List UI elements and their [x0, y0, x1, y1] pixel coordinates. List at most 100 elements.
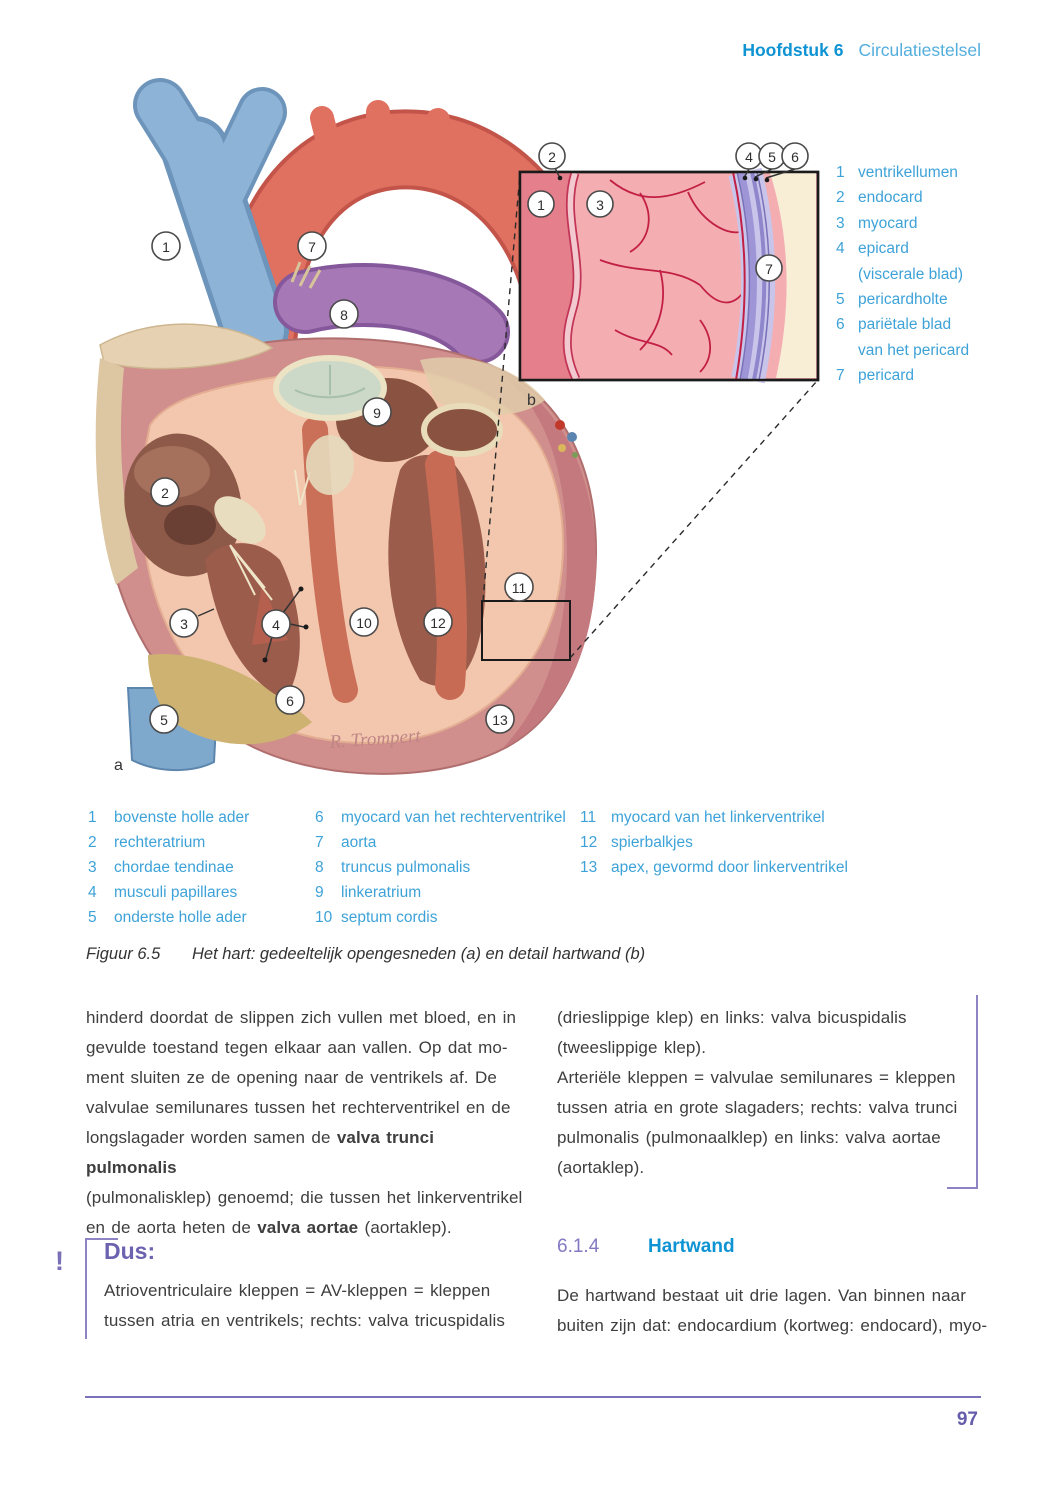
figure-marker-label-13: 13 [492, 712, 508, 728]
body-left-line: gevulde toestand tegen elkaar aan vallen… [86, 1038, 508, 1057]
body-left-line: ment sluiten ze de opening naar de ventr… [86, 1068, 497, 1087]
marker-leader-dots [262, 175, 770, 663]
truncus-pulmonalis-shape [273, 261, 510, 364]
figure-marker-4 [261, 609, 291, 639]
inset-legend-number: 6 [836, 316, 845, 334]
figure-marker-label-1: 1 [162, 239, 170, 255]
inset-legend-number: 7 [836, 367, 845, 385]
figure-marker-7 [297, 231, 327, 261]
inset-legend-number: 3 [836, 214, 845, 232]
figure-marker-label-11: 11 [512, 580, 527, 596]
figure-marker-label-5: 5 [768, 149, 776, 165]
figure-legend-number: 10 [315, 909, 333, 926]
inset-legend-item: 6 pariëtale blad [836, 312, 969, 337]
figure-marker-2 [150, 477, 180, 507]
figure-marker-label-2: 2 [161, 485, 169, 501]
figure-legend-label: truncus pulmonalis [341, 859, 471, 876]
figure-marker-label-10: 10 [356, 615, 372, 631]
note-line: Atrioventriculaire kleppen = AV-kleppen … [104, 1281, 491, 1300]
note-bracket-vertical [85, 1238, 87, 1339]
figure-marker-7 [755, 254, 783, 282]
body-right-line: tussen atria en grote slagaders; rechts:… [557, 1098, 958, 1117]
figure-legend-item: 3 chordae tendinae [88, 855, 249, 880]
note-bracket-tick [85, 1238, 118, 1240]
figure-legend-label: rechteratrium [114, 834, 206, 851]
body-left-line: en de aorta heten de valva aortae (aorta… [86, 1218, 452, 1237]
figure-marker-label-4: 4 [745, 149, 753, 165]
zoom-source-rect [481, 600, 571, 661]
panel-b-label: b [527, 392, 536, 409]
inset-legend-number: 2 [836, 189, 845, 207]
figure-marker-3 [586, 190, 614, 218]
figure-legend-label: myocard van het linkerventrikel [611, 809, 825, 826]
note-title: Dus: [104, 1238, 156, 1264]
note-line: tussen atria en ventrikels; rechts: valv… [104, 1311, 505, 1330]
body-left-line: hinderd doordat de slippen zich vullen m… [86, 1008, 517, 1027]
figure-legend-number: 9 [315, 884, 324, 901]
body-right-line: (drieslippige klep) en links: valva bicu… [557, 1008, 907, 1027]
inset-legend-label: (viscerale blad) [858, 265, 964, 283]
figure-legend-number: 1 [88, 809, 97, 826]
figure-legend-number: 4 [88, 884, 97, 901]
body-left-line: valvulae semilunares tussen het rechterv… [86, 1098, 511, 1117]
figure-marker-6 [275, 685, 305, 715]
inset-legend-item: van het pericard [836, 338, 969, 363]
inset-legend-number: 1 [836, 164, 845, 181]
figure-marker-11 [504, 572, 534, 602]
note-exclamation-mark: ! [55, 1246, 64, 1276]
figure-caption: Figuur 6.5 Het hart: gedeeltelijk openge… [86, 945, 645, 964]
inset-legend-number: 5 [836, 291, 845, 309]
figure-legend-number: 3 [88, 859, 97, 876]
figure-marker-label-8: 8 [340, 307, 348, 323]
fat-tissue-shape [148, 653, 312, 745]
figure-legend-number: 11 [580, 809, 597, 826]
margin-bracket-right-vertical [976, 995, 978, 1188]
body-right-line: (tweeslippige klep). [557, 1038, 707, 1057]
figure-legend-label: onderste holle ader [114, 909, 247, 926]
body-left-line: longslagader worden samen de valva trunc… [86, 1128, 435, 1177]
section-text: De hartwand bestaat uit drie lagen. Van … [557, 1281, 987, 1341]
heart-outer-rim [500, 372, 597, 748]
figure-marker-label-7: 7 [765, 261, 773, 277]
figure-marker-2 [538, 142, 566, 170]
figure-legend-number: 13 [580, 859, 598, 876]
figure-marker-10 [349, 607, 379, 637]
section-line: De hartwand bestaat uit drie lagen. Van … [557, 1286, 966, 1305]
figure-legend-item: 4 musculi papillares [88, 880, 249, 905]
figure-legend-label: myocard van het rechterventrikel [341, 809, 566, 826]
figure-marker-label-4: 4 [272, 617, 280, 633]
inset-legend-label: pariëtale blad [858, 316, 952, 334]
figure-legend-number: 7 [315, 834, 324, 851]
figure-legend-number: 5 [88, 909, 97, 926]
marker-leader-lines [197, 167, 796, 659]
inset-legend-label: myocard [858, 214, 918, 232]
figure-marker-label-6: 6 [791, 149, 799, 165]
inset-legend-label: van het pericard [858, 341, 970, 359]
pericard-flap-right [420, 357, 545, 415]
figure-legend-label: musculi papillares [114, 884, 238, 901]
figure-caption-number: Figuur 6.5 [86, 945, 161, 963]
figure-marker-1 [151, 231, 181, 261]
inset-legend-item: (viscerale blad) [836, 262, 969, 287]
figure-marker-label-3: 3 [596, 197, 604, 213]
figure-marker-8 [329, 299, 359, 329]
figure-marker-12 [423, 607, 453, 637]
section-title: Hartwand [648, 1236, 735, 1257]
figure-marker-label-9: 9 [373, 405, 381, 421]
figure-legend-label: chordae tendinae [114, 859, 234, 876]
